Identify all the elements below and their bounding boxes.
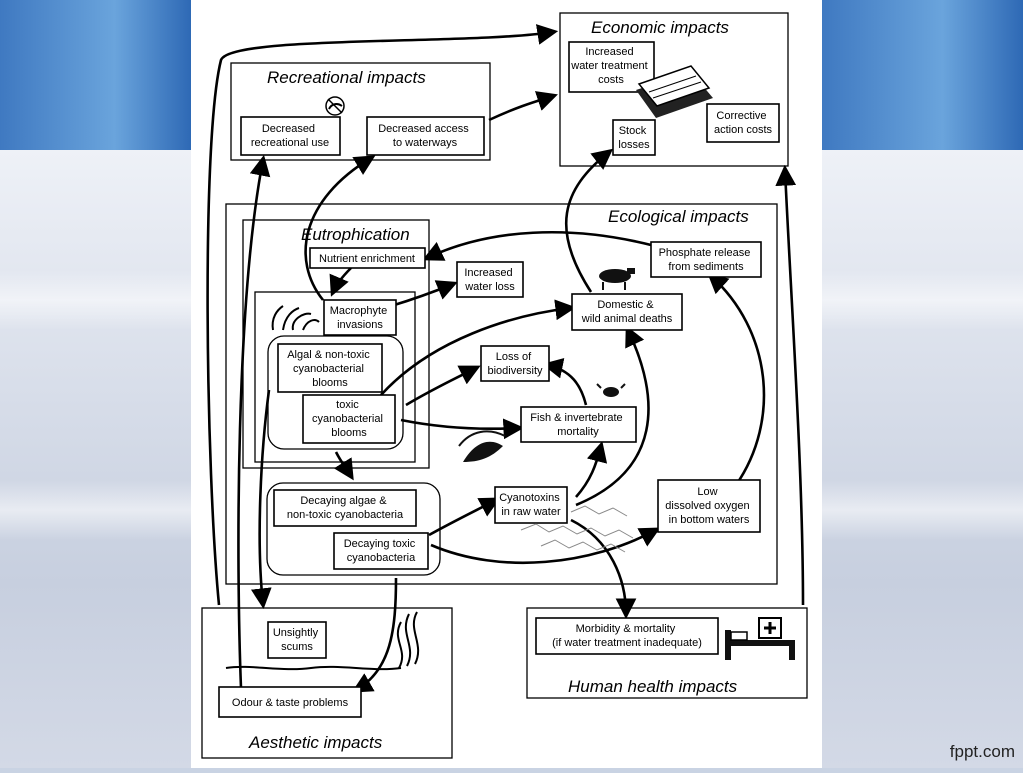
node-waterloss: Increased water loss (464, 267, 515, 293)
node-box-decaying-toxic (333, 532, 429, 570)
arrow-odour-to-recreation (237, 154, 271, 689)
node-box-algal (277, 343, 383, 393)
node-animals: Domestic & wild animal deaths (581, 299, 673, 325)
eutrophication-title: Eutrophication (301, 225, 410, 244)
ecological-frame (225, 203, 778, 585)
molecule-structure-icon (520, 505, 634, 553)
money-stack-icon (636, 65, 713, 118)
crab-icon (596, 383, 626, 397)
hospital-bed-icon (725, 617, 795, 660)
node-box-toxic (302, 394, 396, 444)
node-box-decaying-algae (273, 489, 417, 527)
arrow-aesthetic-to-economic (206, 24, 559, 606)
arrow-cyanotoxins-to-morbidity (570, 518, 637, 620)
arrow-nutrient-to-macrophyte (329, 267, 352, 297)
left-background-panel (0, 0, 191, 768)
arrow-oxygen-to-phosphate (707, 272, 766, 486)
arrow-blooms-to-biodiversity (405, 365, 481, 407)
node-odour: Odour & taste problems (232, 697, 349, 709)
node-box-animals (571, 293, 683, 331)
impacts-diagram: Economic impacts Recreational impacts Ec… (201, 12, 808, 759)
scum-wave-icon (225, 611, 420, 671)
node-biodiversity: Loss of biodiversity (487, 351, 543, 377)
human-health-title: Human health impacts (568, 677, 738, 696)
node-decaying-toxic: Decaying toxic cyanobacteria (344, 538, 419, 564)
node-nutrient: Nutrient enrichment (319, 253, 415, 265)
node-access: Decreased access to waterways (378, 123, 472, 149)
node-box-phosphate (650, 241, 762, 278)
right-background-panel (822, 0, 1023, 768)
ecological-title: Ecological impacts (608, 207, 749, 226)
node-stock: Stock losses (618, 125, 650, 151)
node-box-rec-use (240, 116, 341, 156)
recreational-title: Recreational impacts (267, 68, 426, 87)
node-box-corrective (706, 103, 780, 143)
node-box-biodiversity (480, 345, 550, 382)
cow-icon (599, 268, 635, 290)
arrow-decaying-to-odour (351, 577, 398, 693)
node-rec-use: Decreased recreational use (251, 123, 329, 149)
node-box-fish (520, 406, 637, 443)
arrow-decaying-to-oxygen (430, 527, 661, 564)
arrow-blooms-to-animals (380, 299, 577, 396)
aesthetic-title: Aesthetic impacts (248, 733, 383, 752)
arrow-decaying-to-cyanotoxins (428, 497, 501, 537)
diagram-page: Economic impacts Recreational impacts Ec… (191, 0, 822, 768)
node-fish: Fish & invertebrate mortality (530, 412, 625, 438)
arrow-fish-to-biodiversity (541, 358, 588, 406)
arrow-blooms-to-scums (250, 389, 272, 610)
arrow-animals-to-stock (564, 148, 614, 293)
node-corrective: Corrective action costs (714, 110, 773, 136)
arrow-cyanotoxins-to-animals (575, 325, 650, 507)
node-cyanotoxins: Cyanotoxins in raw water (499, 492, 563, 518)
human-health-frame (526, 607, 808, 699)
aesthetic-frame (201, 607, 453, 759)
node-box-scums (267, 621, 327, 659)
node-box-access (366, 116, 485, 156)
node-algal: Algal & non-toxic cyanobacterial blooms (287, 349, 373, 389)
footer-brand: fppt.com (949, 742, 1015, 761)
arrow-macrophyte-to-waterloss (390, 280, 458, 308)
no-swimming-icon (325, 96, 345, 116)
node-scums: Unsightly scums (273, 627, 321, 653)
arrow-cyanotoxins-to-fish (575, 440, 608, 498)
arrow-blooms-to-decaying (333, 451, 354, 481)
node-phosphate: Phosphate release from sediments (659, 247, 754, 273)
node-box-morbidity (535, 617, 719, 655)
node-box-oxygen (657, 479, 761, 533)
arrow-phosphate-to-nutrient (422, 230, 652, 261)
fish-icon (458, 430, 506, 462)
node-box-cyanotoxins (494, 486, 568, 524)
arrow-recreation-to-economic (488, 91, 558, 122)
node-toxic: toxic cyanobacterial blooms (312, 399, 386, 439)
node-box-odour (218, 686, 362, 718)
economic-frame (559, 12, 789, 167)
arrow-macrophyte-to-access (304, 155, 376, 301)
node-box-stock (612, 119, 656, 156)
node-water-treatment: Increased water treatment costs (570, 46, 650, 86)
node-decaying-algae: Decaying algae & non-toxic cyanobacteria (287, 495, 404, 521)
node-box-waterloss (456, 261, 524, 298)
node-oxygen: Low dissolved oxygen in bottom waters (665, 486, 752, 526)
arrow-blooms-to-fish (400, 418, 525, 440)
arrow-health-to-economic (775, 164, 805, 606)
node-morbidity: Morbidity & mortality (if water treatmen… (552, 623, 702, 649)
node-macrophyte: Macrophyte invasions (330, 305, 391, 331)
node-box-macrophyte (323, 299, 397, 336)
macrophyte-plant-icon (271, 305, 320, 331)
node-box-nutrient (309, 247, 426, 269)
economic-title: Economic impacts (591, 18, 729, 37)
